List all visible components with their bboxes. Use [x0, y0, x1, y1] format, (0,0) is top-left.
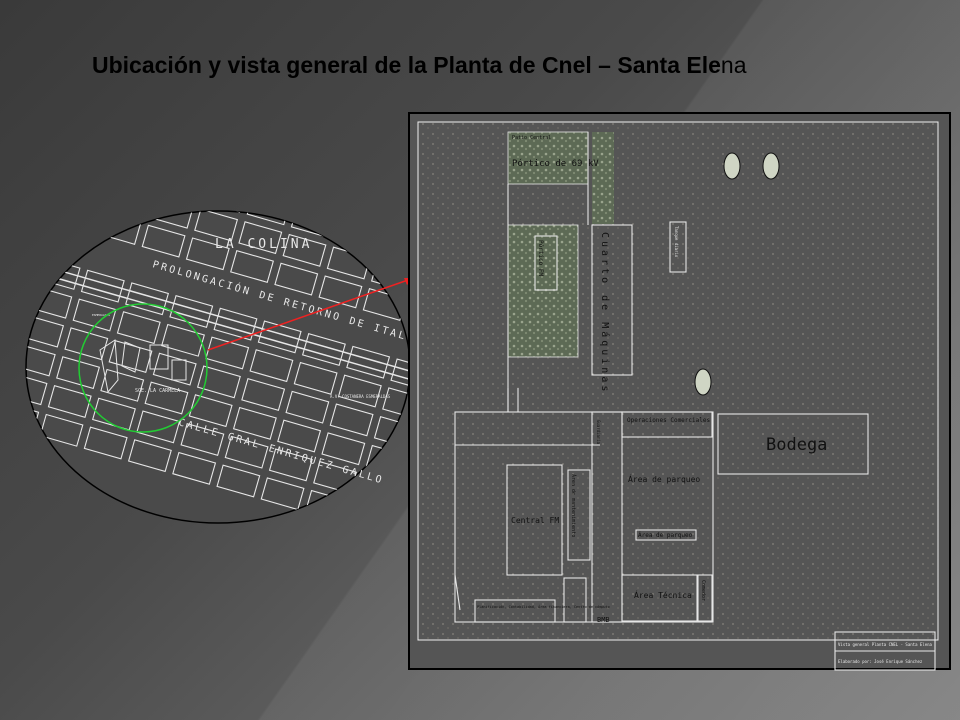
portico-69kv-area: [507, 131, 589, 185]
tree-3: [694, 368, 712, 396]
tree-2: [762, 152, 780, 180]
label-bottom-note: Planificación, Contabilidad, Área financ…: [477, 604, 610, 609]
site-sketch: [99, 339, 187, 394]
label-oficinas: Operaciones Comerciales: [627, 417, 710, 424]
map-label-small-1: ESMERALDAS: [92, 313, 110, 317]
map-label-small-3: A.V. COSTANERA ESMERALDAS: [330, 394, 391, 399]
map-label-small-2: SCE. LA CARMELA: [135, 388, 180, 394]
label-area-parqueo-2: Área de parqueo: [638, 532, 693, 539]
label-comedor: Comedor: [700, 580, 706, 601]
label-mantenimiento: Área de mantenimiento: [570, 474, 577, 537]
label-central-fm: Central FM: [511, 516, 559, 525]
label-cuarto-maquinas: Cuarto de Máquinas: [599, 232, 611, 394]
label-patio-central: Patio Central: [512, 135, 551, 141]
label-area-parqueo-1: Área de parqueo: [628, 473, 700, 484]
label-bodega: Bodega: [766, 435, 827, 455]
site-plan: Patio Central Pórtico de 69 kV: [408, 112, 951, 671]
title-block-line-1: Vista general Planta CNEL - Santa Elena: [838, 642, 933, 647]
slide-title-main: Ubicación y vista general de la Planta d…: [92, 52, 721, 78]
label-tanque: Tanque diario: [674, 226, 679, 258]
label-portico-fm: Pórtico FM: [537, 240, 544, 277]
label-ruler: BMB: [597, 616, 610, 624]
hatch-strip: [592, 132, 614, 224]
label-portico-69kv: Pórtico de 69 kV: [512, 158, 599, 169]
map-label-la-colina: LA COLINA: [215, 237, 312, 252]
slide-title-tail: na: [720, 52, 747, 78]
slide-title: Ubicación y vista general de la Planta d…: [92, 52, 892, 79]
building-lines: [454, 132, 936, 671]
label-guardiania: Guardianía: [596, 420, 601, 445]
site-highlight-circle: [78, 303, 208, 433]
tree-1: [723, 152, 741, 180]
title-block-line-2: Elaborado por: José Enrique Sánchez: [838, 659, 923, 664]
portico-fm-hatch: [507, 224, 579, 358]
label-area-tecnica: Área Técnica: [634, 589, 692, 600]
plan-inner-frame: [417, 121, 939, 641]
